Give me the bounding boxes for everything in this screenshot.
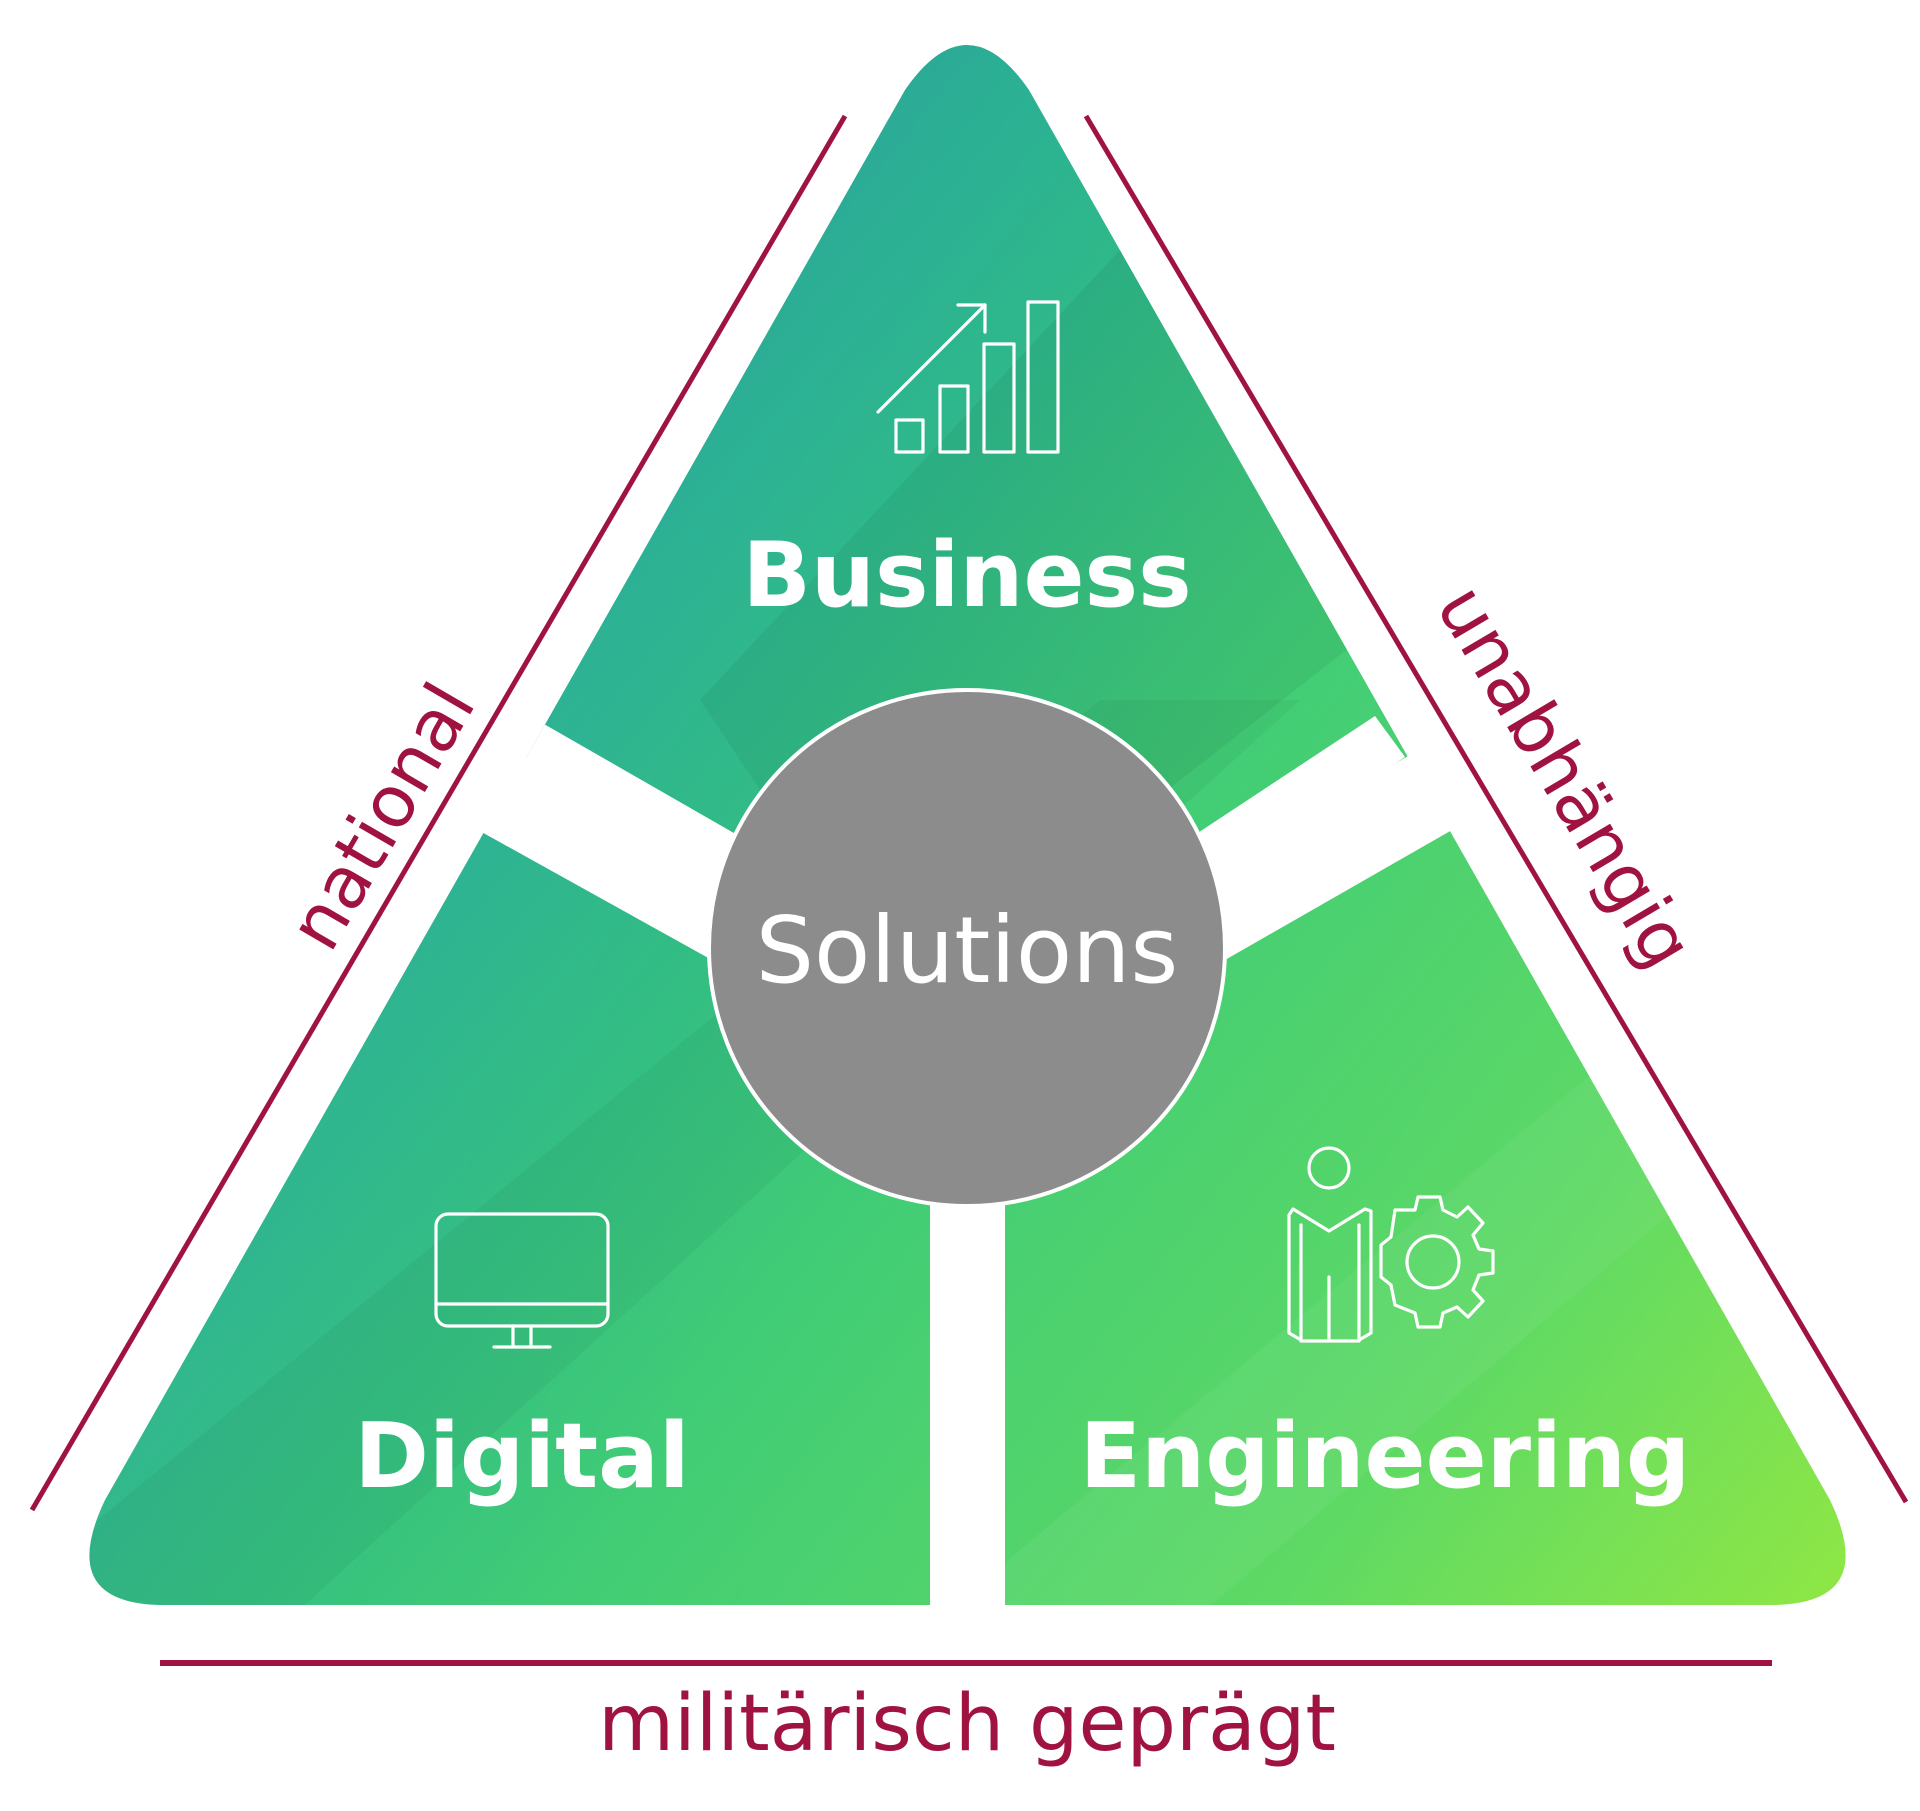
- side-line-left: [29, 114, 848, 1512]
- segment-label-engineering: Engineering: [1080, 1404, 1691, 1509]
- segment-engineering: Engineering: [1080, 1146, 1691, 1509]
- center-circle: [707, 688, 1227, 1208]
- separator-bottom: [930, 1160, 1005, 1605]
- segment-digital: Digital: [354, 1212, 690, 1509]
- monitor-icon: [434, 1212, 610, 1349]
- side-label-bottom: militärisch geprägt: [598, 1679, 1336, 1769]
- separator-right: [1175, 716, 1405, 892]
- center-node: Solutions: [707, 688, 1227, 1208]
- segment-business: Business: [742, 300, 1192, 628]
- separator-left: [500, 716, 760, 892]
- center-label: Solutions: [756, 897, 1179, 1004]
- bar-chart-growth-icon: [876, 300, 1060, 454]
- side-line-right: [1083, 114, 1909, 1504]
- person-gear-icon: [1287, 1146, 1495, 1343]
- separator-right-band: [1195, 752, 1452, 960]
- segment-label-business: Business: [742, 523, 1191, 628]
- separator-left-band: [478, 752, 740, 960]
- segment-label-digital: Digital: [354, 1404, 689, 1509]
